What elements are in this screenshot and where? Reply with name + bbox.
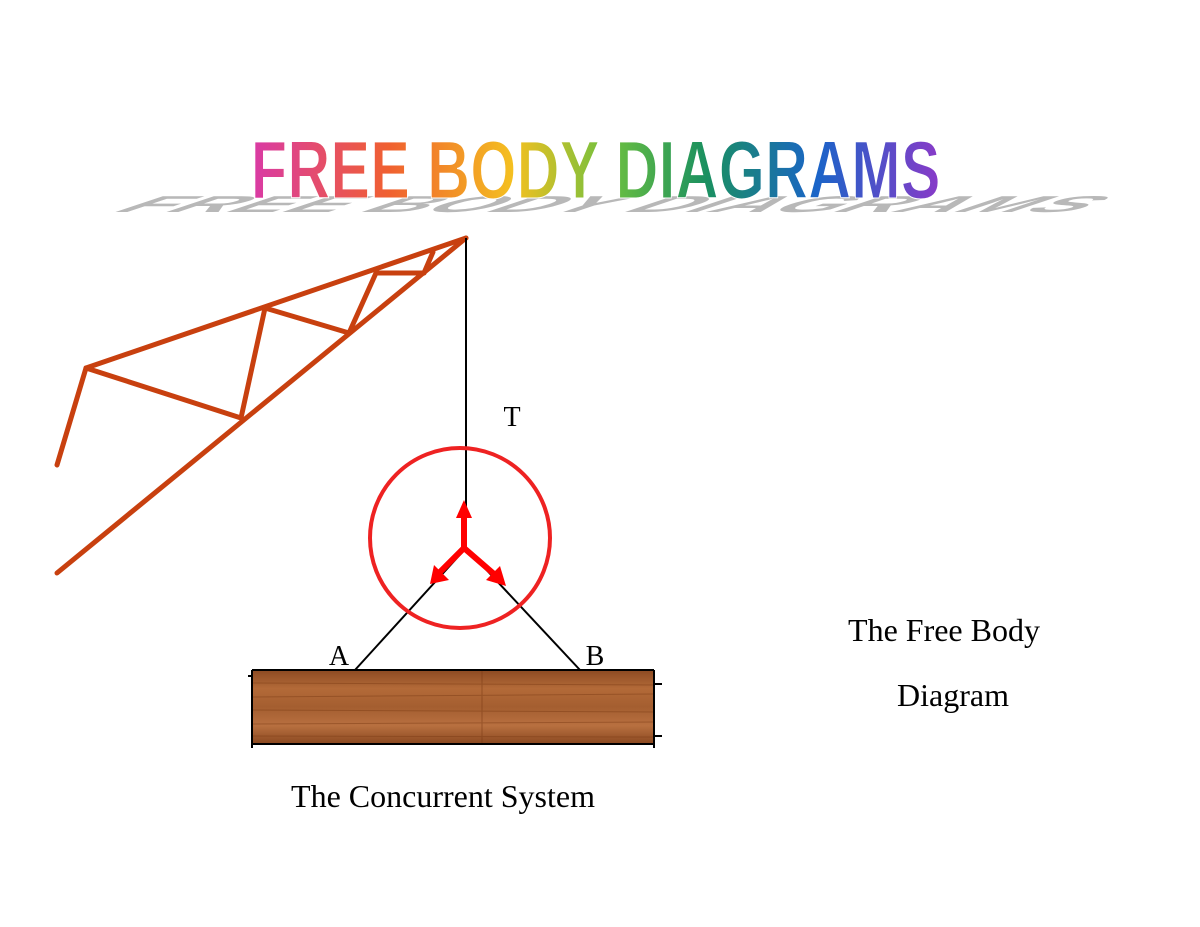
free-body-highlight-circle (368, 446, 552, 630)
truss-left-edge (54, 365, 89, 468)
truss-bottom-chord (54, 235, 469, 576)
wood-grain (251, 670, 655, 744)
wood-block-body (252, 670, 654, 744)
crane-truss (54, 235, 469, 576)
concurrent-system-caption: The Concurrent System (291, 778, 595, 814)
force-arrow-b (461, 545, 506, 586)
title-shadow: FREE BODY DIAGRAMS (95, 192, 1135, 218)
wood-block-outline (248, 669, 662, 748)
wood-block (248, 669, 662, 748)
tension-label: T (503, 402, 520, 433)
truss-web (238, 305, 268, 421)
free-body-caption-line1: The Free Body (848, 612, 1040, 648)
truss-web (262, 305, 352, 336)
point-b-label: B (586, 641, 605, 672)
force-arrow-a (430, 545, 467, 584)
page-title: FREE BODY DIAGRAMS (251, 125, 941, 216)
truss-web (83, 365, 244, 421)
force-arrow-up (456, 500, 472, 551)
truss-top-chord (83, 235, 469, 371)
force-arrows (430, 500, 506, 586)
point-a-label: A (329, 641, 350, 672)
truss-web (346, 270, 379, 336)
truss-web (421, 249, 436, 276)
title-wordart: FREE BODY DIAGRAMS FREE BODY DIAGRAMS (95, 125, 1135, 218)
free-body-caption-line2: Diagram (897, 677, 1009, 713)
